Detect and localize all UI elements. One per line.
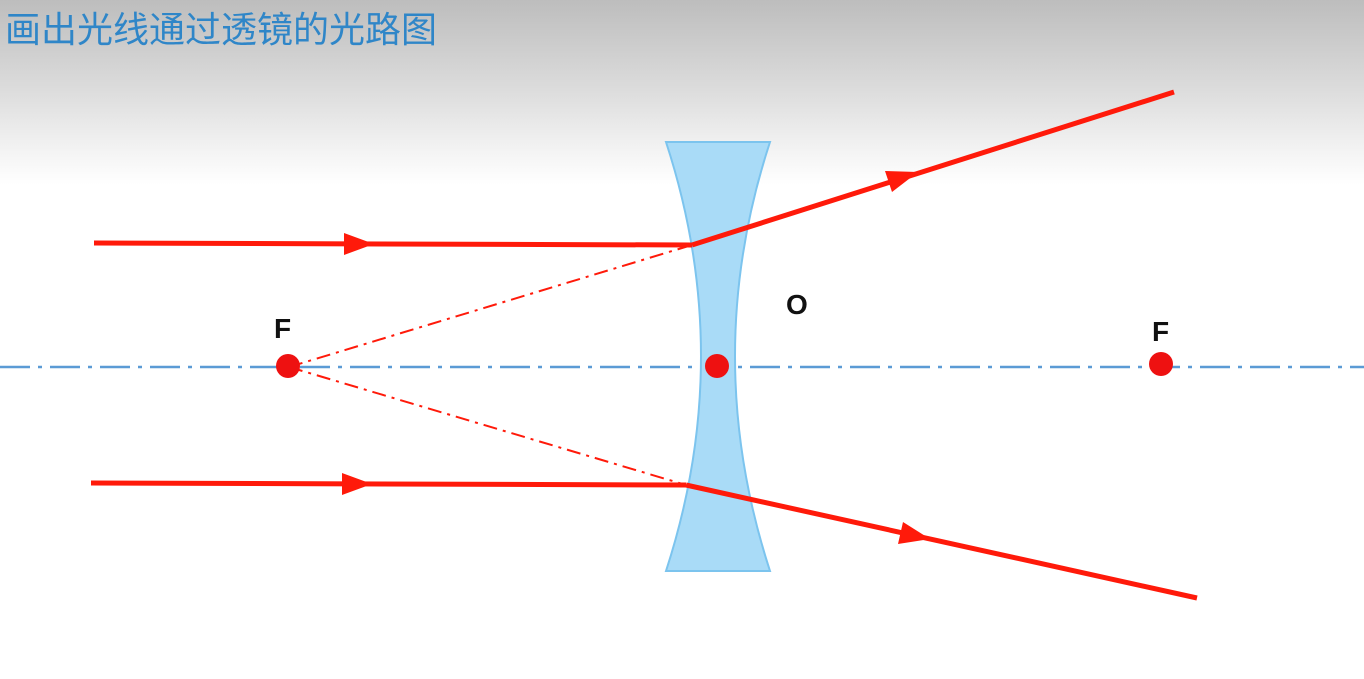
right-focus-label: F xyxy=(1152,316,1169,347)
upper-refracted-ray xyxy=(691,89,1175,248)
lower-extension-line xyxy=(288,366,687,486)
slide-title: 画出光线通过透镜的光路图 xyxy=(5,10,438,51)
lower-incident-ray xyxy=(90,480,687,488)
left-focus-label: F xyxy=(274,313,291,344)
optical-center-point xyxy=(705,354,729,378)
right-focus-point xyxy=(1149,352,1173,376)
upper-refracted-arrow xyxy=(885,171,918,192)
upper-incident-arrow xyxy=(344,233,374,255)
optical-center-label: O xyxy=(786,289,808,320)
upper-incident-ray xyxy=(93,240,693,248)
left-focus-point xyxy=(276,354,300,378)
lower-refracted-arrow xyxy=(898,522,930,544)
lower-refracted-ray xyxy=(685,482,1198,601)
upper-extension-line xyxy=(288,244,693,368)
lower-incident-arrow xyxy=(342,473,372,495)
